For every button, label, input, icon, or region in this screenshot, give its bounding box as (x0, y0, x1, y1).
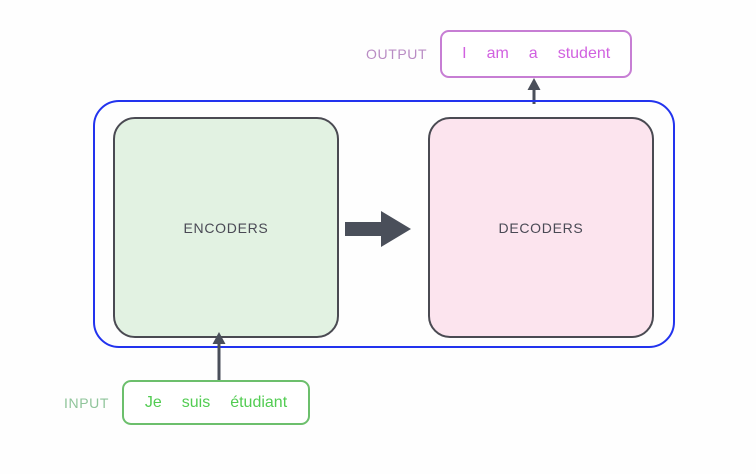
output-token: I (462, 45, 467, 62)
input-token: Je (144, 393, 162, 411)
arrow-encoders-to-decoders (345, 211, 411, 247)
decoders-block: DECODERS (428, 117, 654, 338)
input-token-box: Je suis étudiant (122, 380, 310, 425)
input-label: INPUT (64, 394, 109, 411)
encoders-block: ENCODERS (113, 117, 339, 338)
input-token-row: Je suis étudiant (124, 382, 308, 423)
input-token: suis (181, 393, 211, 411)
output-token-row: I am a student (442, 32, 630, 76)
input-token: étudiant (230, 393, 288, 411)
output-token-box: I am a student (440, 30, 633, 78)
input-group: INPUT Je suis étudiant (64, 380, 310, 425)
decoders-label: DECODERS (498, 219, 584, 236)
output-label: OUTPUT (366, 46, 428, 62)
output-token: a (528, 45, 538, 62)
model-container (93, 100, 675, 348)
encoders-label: ENCODERS (183, 219, 269, 236)
output-token: am (486, 45, 509, 62)
output-token: student (557, 45, 611, 62)
arrow-input-to-encoders (212, 332, 226, 382)
output-group: OUTPUT I am a student (366, 30, 633, 78)
